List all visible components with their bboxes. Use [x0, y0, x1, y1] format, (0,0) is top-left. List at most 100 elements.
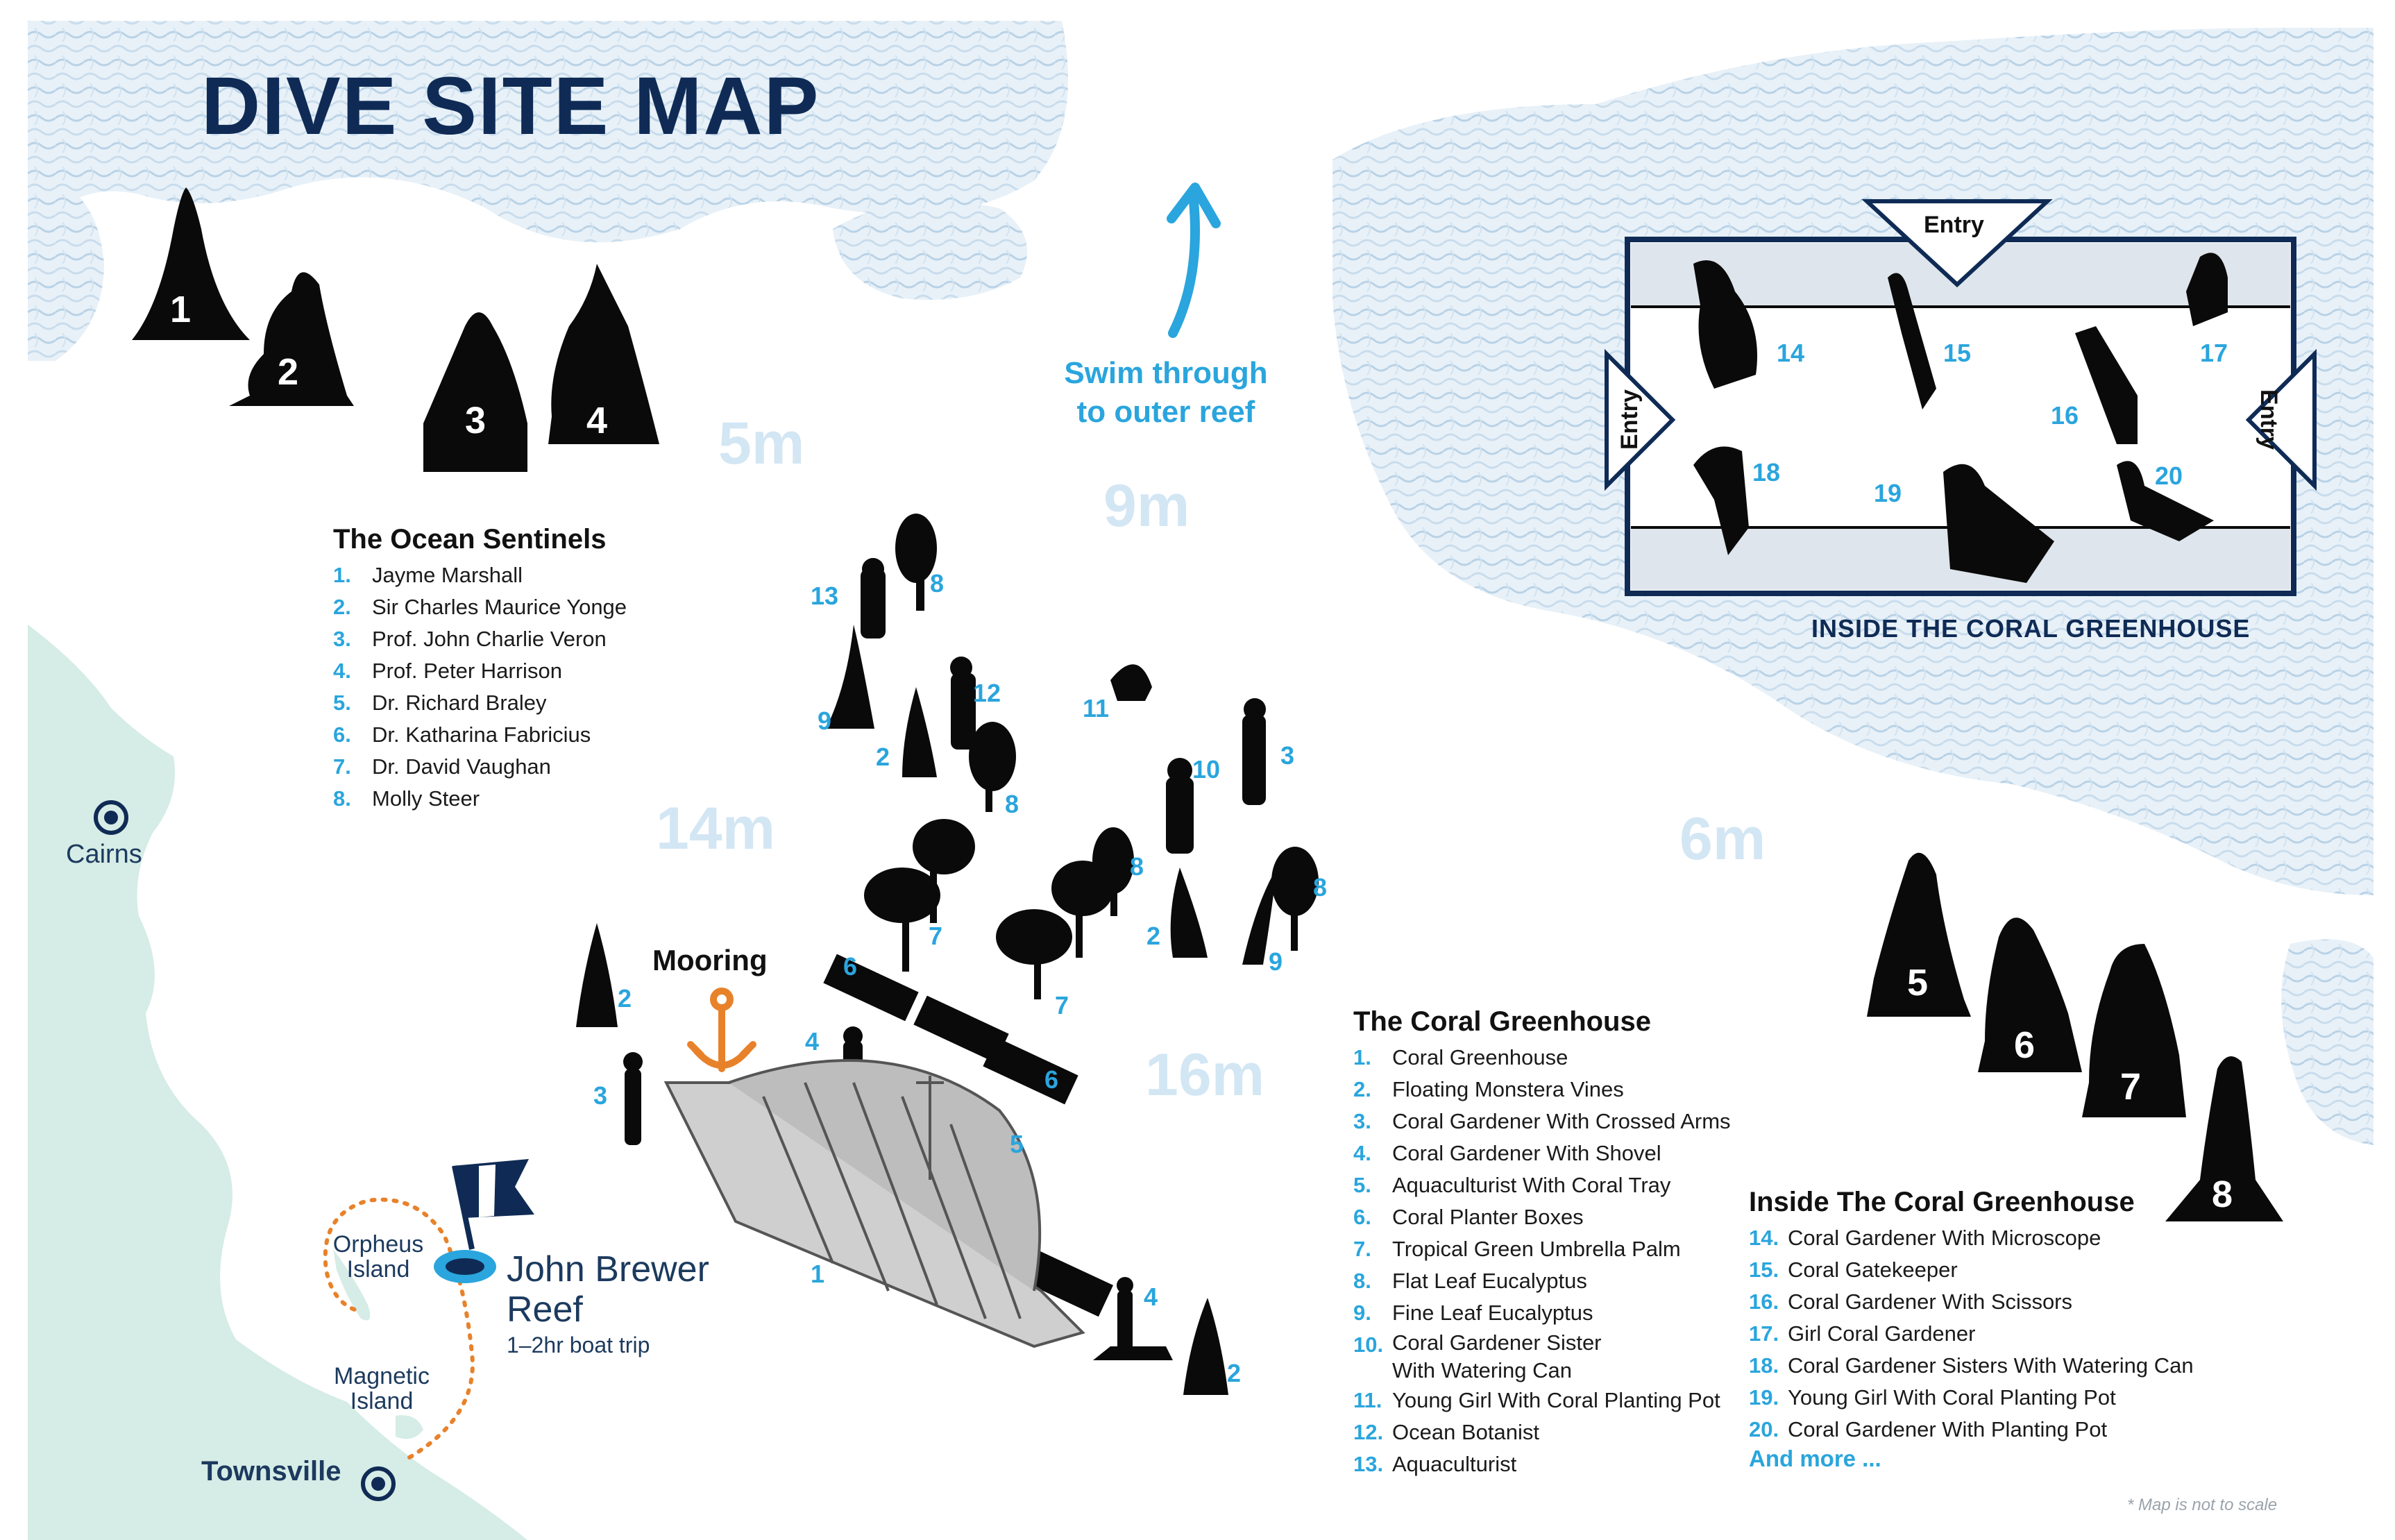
ocean-sentinels-legend: The Ocean Sentinels 1.Jayme Marshall 2.S…	[333, 524, 627, 815]
list-item: 7.Tropical Green Umbrella Palm	[1353, 1237, 1681, 1261]
depth-label-9m: 9m	[1103, 473, 1190, 539]
boat-trip-label: 1–2hr boat trip	[507, 1332, 650, 1357]
city-marker-icon	[94, 800, 396, 1501]
site-number: 7	[929, 922, 943, 950]
inset-number: 17	[2200, 339, 2228, 367]
inset-number: 14	[1777, 339, 1805, 367]
list-item: 14.Coral Gardener With Microscope	[1749, 1226, 2101, 1250]
site-number: 1	[811, 1260, 825, 1288]
site-number: 8	[1130, 852, 1144, 881]
reef-area-top-left	[28, 21, 1068, 243]
list-item: 20.Coral Gardener With Planting Pot	[1749, 1417, 2108, 1441]
sentinel-number: 2	[278, 351, 299, 393]
list-item: 16.Coral Gardener With Scissors	[1749, 1289, 2073, 1314]
site-number: 2	[1227, 1359, 1242, 1387]
list-item: 15.Coral Gatekeeper	[1749, 1258, 1958, 1282]
inset-number: 15	[1943, 339, 1972, 367]
sentinel-number: 6	[2014, 1024, 2036, 1066]
site-number: 9	[1269, 947, 1283, 976]
list-item: 3.Prof. John Charlie Veron	[333, 627, 607, 651]
legend-title: The Ocean Sentinels	[333, 524, 607, 555]
legend-title: Inside The Coral Greenhouse	[1749, 1187, 2135, 1217]
entry-label-top: Entry	[1924, 212, 1984, 238]
inset-number: 19	[1874, 479, 1902, 507]
magnetic-island-shape	[396, 1415, 423, 1439]
list-item: 19.Young Girl With Coral Planting Pot	[1749, 1385, 2116, 1410]
depth-label-16m: 16m	[1145, 1042, 1265, 1108]
inset-caption: INSIDE THE CORAL GREENHOUSE	[1811, 614, 2251, 643]
coral-greenhouse-legend: The Coral Greenhouse 1.Coral Greenhouse …	[1353, 1006, 1731, 1480]
list-item: 12.Ocean Botanist	[1353, 1420, 1539, 1444]
list-item: 5.Dr. Richard Braley	[333, 691, 547, 715]
sentinel-number: 1	[170, 289, 192, 330]
inside-greenhouse-legend: Inside The Coral Greenhouse 14.Coral Gar…	[1749, 1187, 2194, 1472]
sentinel-silhouettes-right	[1867, 852, 2283, 1221]
legend-title: The Coral Greenhouse	[1353, 1006, 1651, 1037]
site-number: 8	[1005, 790, 1019, 818]
list-item: 1.Jayme Marshall	[333, 563, 523, 587]
site-number: 9	[818, 706, 832, 735]
and-more-link[interactable]: And more ...	[1749, 1446, 1881, 1471]
sentinel-number: 8	[2212, 1174, 2233, 1215]
site-number: 6	[843, 952, 858, 981]
list-item: 8.Flat Leaf Eucalyptus	[1353, 1269, 1587, 1293]
site-number: 2	[1146, 922, 1161, 950]
site-number: 4	[1144, 1283, 1158, 1311]
inset-number: 18	[1752, 458, 1781, 486]
sentinel-number: 3	[465, 400, 486, 441]
list-item: 7.Dr. David Vaughan	[333, 754, 551, 779]
site-number: 12	[973, 679, 1001, 707]
site-number: 13	[811, 582, 839, 610]
inset-number: 20	[2155, 462, 2183, 490]
orpheus-island-shape	[333, 1249, 371, 1321]
site-number: 4	[805, 1027, 820, 1056]
site-number: 6	[1044, 1065, 1059, 1094]
depth-label-14m: 14m	[656, 795, 776, 862]
swim-line-2: to outer reef	[1076, 395, 1255, 429]
list-item: 18.Coral Gardener Sisters With Watering …	[1749, 1353, 2194, 1378]
entry-label-left: Entry	[1616, 389, 1643, 450]
list-item: 6.Coral Planter Boxes	[1353, 1205, 1584, 1229]
site-number: 11	[1083, 694, 1110, 722]
list-item: 2.Floating Monstera Vines	[1353, 1077, 1624, 1101]
sentinel-number: 5	[1907, 962, 1929, 1004]
map-title: DIVE SITE MAP	[201, 60, 820, 152]
greenhouse-inset	[1605, 199, 2317, 596]
depth-label-6m: 6m	[1679, 806, 1766, 872]
sentinel-silhouettes-top	[132, 187, 659, 472]
list-item: 4.Prof. Peter Harrison	[333, 659, 562, 683]
site-number: 3	[593, 1081, 608, 1110]
dive-flag-icon	[452, 1159, 534, 1250]
site-number: 10	[1192, 755, 1221, 784]
up-arrow-icon	[1168, 196, 1200, 338]
list-item: 11.Young Girl With Coral Planting Pot	[1353, 1388, 1720, 1412]
entry-label-right: Entry	[2255, 389, 2282, 450]
site-number: 8	[930, 569, 945, 598]
list-item: 17.Girl Coral Gardener	[1749, 1321, 1976, 1346]
list-item: 9.Fine Leaf Eucalyptus	[1353, 1301, 1593, 1325]
mainland-coast	[28, 625, 527, 1540]
reef-area-bottom-right	[2281, 939, 2373, 1145]
list-item: 2.Sir Charles Maurice Yonge	[333, 595, 627, 619]
boat-route	[323, 1197, 475, 1459]
cairns-label: Cairns	[66, 840, 142, 869]
footnote: * Map is not to scale	[2127, 1496, 2278, 1514]
site-number: 2	[876, 743, 890, 771]
swim-line-1: Swim through	[1064, 356, 1268, 390]
swim-through-label: Swim through to outer reef	[1048, 354, 1284, 432]
site-number: 2	[618, 984, 632, 1013]
reef-area-islet	[833, 201, 1027, 300]
depth-label-5m: 5m	[718, 410, 805, 477]
list-item: 5.Aquaculturist With Coral Tray	[1353, 1173, 1671, 1197]
site-silhouettes	[576, 514, 1319, 1395]
site-number: 8	[1313, 873, 1328, 902]
mooring-label: Mooring	[652, 944, 768, 976]
townsville-label: Townsville	[201, 1456, 341, 1487]
list-item: 8.Molly Steer	[333, 786, 480, 811]
